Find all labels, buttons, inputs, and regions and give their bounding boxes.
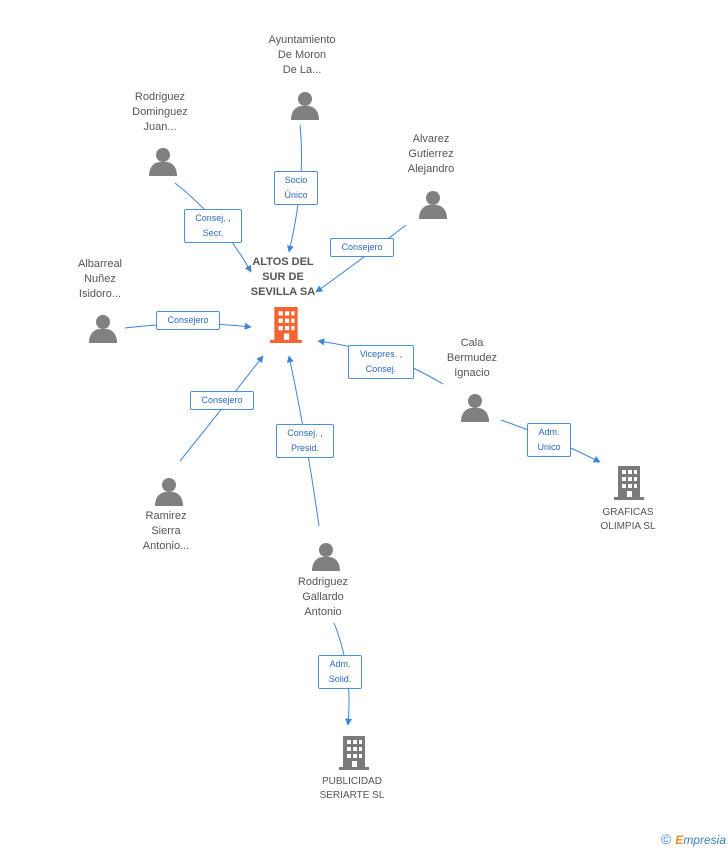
person-icon-rodriguez-gallardo[interactable] [312,543,340,571]
person-icon-ramirez[interactable] [155,478,183,506]
edge-label-consej-secr[interactable]: Consej. , Secr. [184,209,242,243]
brand-name: mpresia [683,833,726,847]
person-label-ayuntamiento[interactable]: Ayuntamiento De Moron De La... [268,34,336,76]
edge-label-vicepres-consej[interactable]: Vicepres. , Consej. [348,345,414,379]
person-label-alvarez[interactable]: Alvarez Gutierrez Alejandro [407,133,455,175]
footer-brand: ©Empresia [661,831,726,847]
person-label-ramirez[interactable]: Ramirez Sierra Antonio... [142,510,190,552]
edge-label-consejero-alvarez[interactable]: Consejero [330,238,394,257]
edge-label-adm-unico[interactable]: Adm. Unico [527,423,571,457]
edge-line-2 [315,224,407,293]
person-label-rodriguez-dominguez[interactable]: Rodriguez Dominguez Juan... [132,91,188,133]
person-icon-cala[interactable] [461,394,489,422]
edge-label-consejero-albarreal[interactable]: Consejero [156,311,220,330]
person-icon-ayuntamiento[interactable] [291,92,319,120]
building-icon-graficas[interactable] [614,466,644,500]
person-label-albarreal[interactable]: Albarreal Nuñez Isidoro... [77,258,123,300]
center-company-label[interactable]: ALTOS DEL SUR DE SEVILLA SA [250,256,316,298]
building-icon-center[interactable] [270,307,302,343]
company-label-graficas[interactable]: GRAFICAS OLIMPIA SL [600,507,656,532]
copyright-icon: © [660,831,672,847]
edge-label-adm-solid[interactable]: Adm. Solid. [318,655,362,689]
building-icon-publicidad[interactable] [339,736,369,770]
edge-label-consej-presid[interactable]: Consej. , Presid. [276,424,334,458]
person-label-cala[interactable]: Cala Bermudez Ignacio [446,337,498,379]
person-icon-rodriguez-dominguez[interactable] [149,148,177,176]
edge-label-consejero-ramirez[interactable]: Consejero [190,391,254,410]
company-label-publicidad[interactable]: PUBLICIDAD SERIARTE SL [319,776,385,801]
person-icon-alvarez[interactable] [419,191,447,219]
person-icon-albarreal[interactable] [89,315,117,343]
edge-label-socio-unico[interactable]: Socio Único [274,171,318,205]
brand-initial: E [675,833,684,847]
person-label-rodriguez-gallardo[interactable]: Rodriguez Gallardo Antonio [297,576,349,618]
